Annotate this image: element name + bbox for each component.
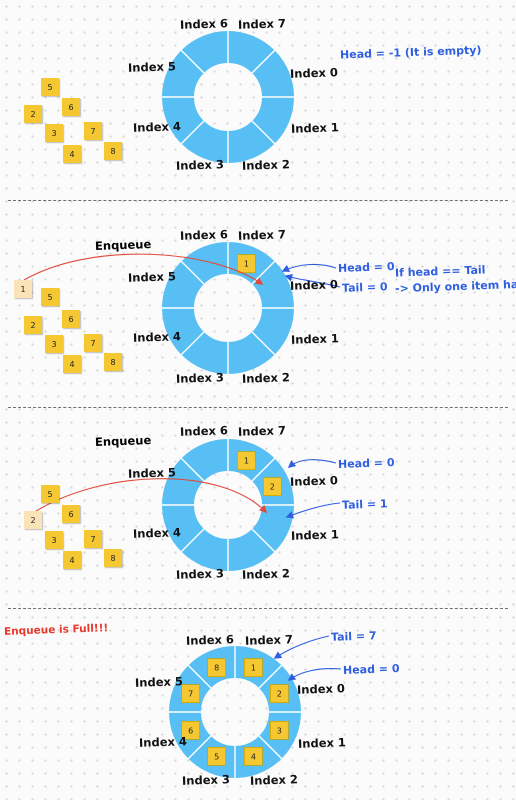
index-1-label: Index 1 [297, 735, 347, 751]
queue-slot-item [243, 746, 263, 766]
section-divider [8, 200, 508, 201]
slot-divider [180, 528, 205, 553]
moving-item-1: 1 [14, 280, 32, 298]
sticky-note-4: 4 [63, 145, 81, 163]
section-divider [8, 608, 508, 609]
index-7-label: Index 7 [244, 632, 294, 648]
slot-divider [180, 49, 205, 74]
index-6-label: Index 6 [185, 632, 235, 648]
sticky-note-7: 7 [84, 530, 102, 548]
index-5-label: Index 5 [134, 674, 184, 690]
slot-divider [251, 331, 276, 356]
queue-slot-item [236, 451, 256, 471]
sticky-note-4: 4 [63, 355, 81, 373]
queue-slot-item [243, 658, 263, 678]
slot-divider [258, 735, 283, 760]
queue-slot-item [181, 684, 201, 704]
sticky-note-6: 6 [62, 505, 80, 523]
head-annotation: Head = 0 [342, 662, 400, 677]
queue-slot-item [181, 720, 201, 740]
queue-slot-item [207, 658, 227, 678]
sticky-note-8: 8 [104, 142, 122, 160]
queue-slot-item-label: 1 [251, 664, 256, 673]
enqueue-arrow [32, 478, 268, 514]
moving-item-2: 2 [24, 511, 42, 529]
slot-divider [180, 120, 205, 145]
sticky-note-8: 8 [104, 353, 122, 371]
sticky-note-3: 3 [45, 531, 63, 549]
sticky-note-6: 6 [62, 310, 80, 328]
index-2-label: Index 2 [249, 772, 299, 788]
tail-pointer-arrow [273, 635, 330, 659]
slot-divider [180, 260, 205, 285]
tail-pointer-arrow [284, 273, 341, 288]
tail-pointer-arrow [285, 502, 341, 519]
queue-slot-item [207, 746, 227, 766]
slot-divider [251, 528, 276, 553]
sticky-note-6: 6 [62, 98, 80, 116]
queue-slot-item [269, 684, 289, 704]
head-pointer-arrow [281, 263, 337, 272]
slot-divider [187, 735, 212, 760]
slot-divider [187, 664, 212, 689]
sticky-note-5: 5 [41, 288, 59, 306]
queue-slot-item-label: 4 [251, 752, 256, 761]
index-4-label: Index 4 [138, 734, 188, 750]
queue-slot-item [269, 720, 289, 740]
queue-slot-item [262, 477, 282, 497]
queue-slot-item [236, 254, 256, 274]
tail-annotation: Tail = 7 [330, 629, 377, 644]
queue-slot-item-label: 5 [214, 752, 219, 761]
slot-divider [180, 457, 205, 482]
slot-divider [258, 664, 283, 689]
slot-divider [251, 457, 276, 482]
index-0-label: Index 0 [296, 681, 346, 697]
sticky-note-8: 8 [104, 549, 122, 567]
sticky-note-2: 2 [24, 316, 42, 334]
queue-slot-item-label: 7 [188, 690, 193, 699]
head-pointer-arrow [287, 668, 342, 681]
sticky-note-3: 3 [45, 335, 63, 353]
sticky-note-5: 5 [41, 78, 59, 96]
slot-divider [251, 120, 276, 145]
sticky-note-3: 3 [45, 124, 63, 142]
slot-divider [180, 331, 205, 356]
sticky-note-2: 2 [24, 105, 42, 123]
enqueue-arrow [23, 253, 264, 285]
queue-slot-item-label: 1 [244, 457, 249, 466]
queue-slot-item-label: 8 [214, 664, 219, 673]
sticky-note-7: 7 [84, 122, 102, 140]
sticky-note-7: 7 [84, 334, 102, 352]
head-pointer-arrow [287, 459, 337, 468]
sticky-note-4: 4 [63, 551, 81, 569]
slot-divider [251, 49, 276, 74]
queue-slot-item-label: 2 [270, 483, 275, 492]
sticky-note-5: 5 [41, 485, 59, 503]
queue-slot-item-label: 3 [277, 726, 282, 735]
queue-slot-item-label: 6 [188, 726, 193, 735]
index-3-label: Index 3 [181, 772, 231, 788]
queue-slot-item-label: 1 [244, 260, 249, 269]
queue-slot-item-label: 2 [277, 690, 282, 699]
section-divider [8, 407, 508, 408]
